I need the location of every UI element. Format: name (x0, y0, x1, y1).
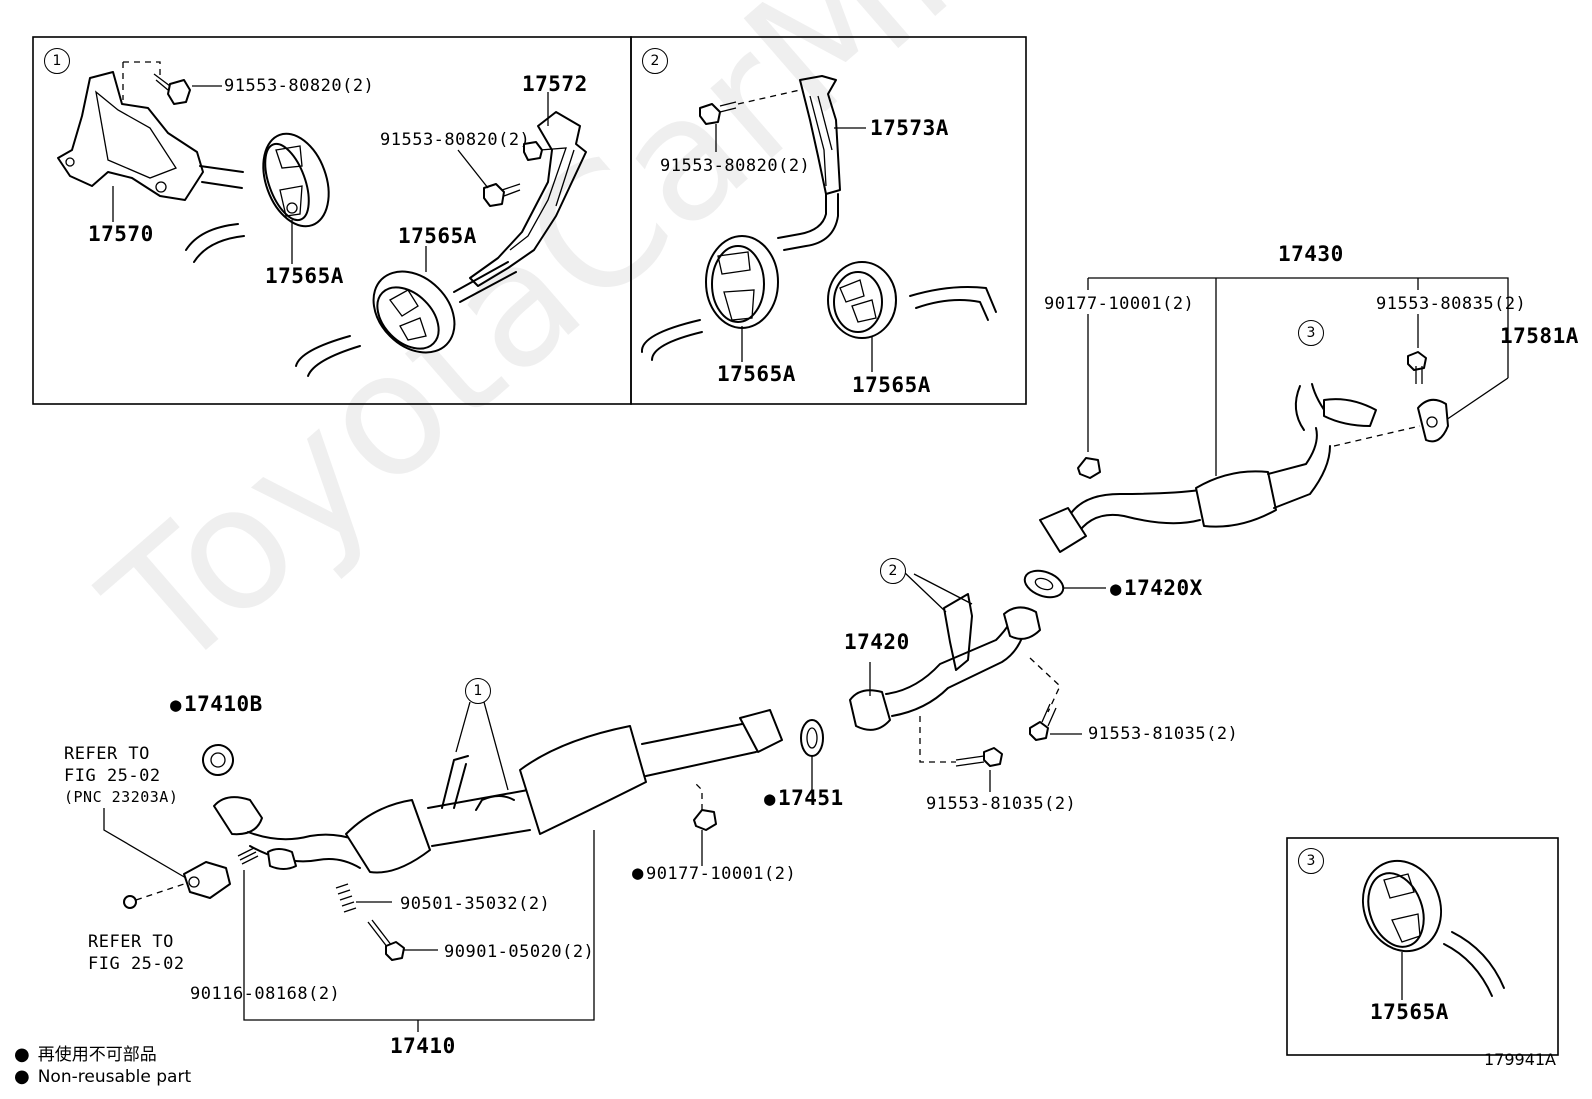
pipe-assembly-17430 (1039, 383, 1421, 553)
spring-90501-35032 (335, 883, 357, 913)
bolt-91553-80820-a (153, 73, 191, 105)
stud-90116-08168 (237, 847, 259, 865)
leader-bolt-c (737, 89, 801, 105)
leader-refer-1 (103, 808, 187, 879)
front-pipe-17420 (849, 593, 1041, 731)
bracket-line-17410 (243, 830, 595, 1021)
label-17565A-3: 17565A (1370, 1000, 1449, 1024)
inset-1-number: 1 (44, 48, 70, 74)
sensor-bracket (183, 861, 231, 899)
bolt-91553-80820-b (483, 141, 543, 207)
pipe-stub-3 (640, 319, 703, 361)
figure-id: 179941A (1483, 1050, 1556, 1069)
nut-refer-2 (123, 895, 137, 909)
bolt-91553-80835 (1407, 351, 1427, 384)
gasket-17451 (800, 719, 824, 757)
label-17410: 17410 (390, 1034, 456, 1058)
leader-circle-1 (455, 701, 509, 791)
callout-1: 1 (465, 678, 491, 704)
label-17420X: 17420X (1110, 578, 1203, 599)
hanger-17565A-1a (262, 132, 330, 228)
bracket-17573A (777, 75, 841, 251)
legend-jp-text: 再使用不可部品 (37, 1045, 157, 1065)
pipe-stub-1 (185, 223, 245, 263)
legend-en: ● Non-reusable part (14, 1066, 191, 1087)
bolt-91553-81035-b (955, 747, 1003, 767)
label-17410B: 17410B (170, 694, 263, 715)
label-17565A-1b: 17565A (398, 224, 477, 248)
callout-3: 3 (1298, 320, 1324, 346)
hanger-17565A-3 (1361, 859, 1443, 953)
legend-jp: ● 再使用不可部品 (14, 1040, 157, 1065)
bolt-90901-05020 (367, 919, 405, 961)
label-17420: 17420 (844, 630, 910, 654)
legend-dot-icon: ● (14, 1044, 30, 1065)
leader-bolts-17420 (919, 657, 1061, 763)
leader-bolt-a (122, 61, 161, 100)
bracket-line-17430 (1087, 277, 1509, 476)
label-91553-80820-a: 91553-80820(2) (224, 76, 375, 96)
label-90901-05020: 90901-05020(2) (444, 942, 595, 962)
label-17570: 17570 (88, 222, 154, 246)
inset-2-frame (630, 36, 1027, 405)
label-17451: 17451 (764, 788, 844, 809)
pipe-stub-5 (1443, 931, 1505, 997)
leader-circle-2 (903, 571, 973, 613)
label-91553-80820-b: 91553-80820(2) (380, 130, 531, 150)
inset-2-number: 2 (642, 48, 668, 74)
label-17430: 17430 (1278, 242, 1344, 266)
label-17572: 17572 (522, 72, 588, 96)
nut-90177-10001-b (693, 809, 717, 831)
label-17581A: 17581A (1500, 324, 1579, 348)
label-90501-35032: 90501-35032(2) (400, 894, 551, 914)
nut-90177-10001-a (1077, 457, 1101, 479)
label-90177-10001-b: 90177-10001(2) (632, 864, 796, 883)
label-refer-1-line3: (PNC 23203A) (64, 788, 179, 806)
gasket-17420X (1023, 569, 1065, 599)
bracket-17572 (453, 111, 587, 303)
label-91553-80835: 91553-80835(2) (1376, 294, 1527, 314)
hanger-17565A-2b (827, 261, 897, 339)
label-refer-1-line2: FIG 25-02 (64, 766, 161, 786)
label-17565A-2b: 17565A (852, 373, 931, 397)
label-17573A: 17573A (870, 116, 949, 140)
label-90116-08168: 90116-08168(2) (190, 984, 341, 1004)
hanger-17565A-2a (705, 235, 779, 329)
leader-refer-2 (135, 883, 185, 901)
exhaust-pipe-17410 (213, 709, 783, 874)
pipe-stub-4 (909, 286, 997, 321)
label-91553-80820-c: 91553-80820(2) (660, 156, 811, 176)
leader-17581A (1445, 377, 1509, 421)
clamp-17581A (1417, 398, 1449, 443)
leader-nut-b (693, 781, 703, 810)
label-17565A-1a: 17565A (265, 264, 344, 288)
leader-91553-b (457, 149, 489, 189)
pipe-stub-2 (295, 335, 361, 377)
label-90177-10001-a: 90177-10001(2) (1044, 294, 1195, 314)
bolt-91553-81035-a (1029, 703, 1057, 741)
label-refer-2-line2: FIG 25-02 (88, 954, 185, 974)
label-17565A-2a: 17565A (717, 362, 796, 386)
legend-en-text: Non-reusable part (37, 1067, 192, 1087)
label-refer-2-line1: REFER TO (88, 932, 174, 952)
inset-3-number: 3 (1298, 848, 1324, 874)
hanger-17565A-1b (372, 270, 456, 354)
label-refer-1-line1: REFER TO (64, 744, 150, 764)
bolt-91553-80820-c (699, 101, 737, 125)
legend-dot-icon: ● (14, 1066, 30, 1087)
callout-2: 2 (880, 558, 906, 584)
label-91553-81035-a: 91553-81035(2) (1088, 724, 1239, 744)
label-91553-81035-b: 91553-81035(2) (926, 794, 1077, 814)
gasket-17410B (202, 744, 234, 776)
inset-3-frame (1286, 837, 1559, 1056)
bracket-17570 (57, 71, 244, 201)
